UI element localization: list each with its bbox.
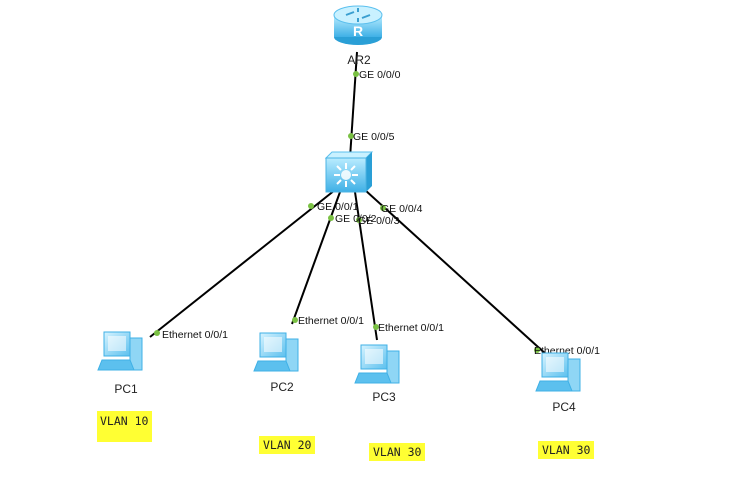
pc2-label: PC2 xyxy=(270,380,294,394)
link-switch-pc2[interactable] xyxy=(291,191,341,325)
pc1-icon[interactable] xyxy=(97,331,143,371)
svg-text:R: R xyxy=(353,23,363,39)
port-label-switch-ge002: GE 0/0/2 xyxy=(335,213,377,225)
port-dot-router-ge000 xyxy=(353,71,359,77)
pc4-label: PC4 xyxy=(552,400,576,414)
pc2-icon[interactable] xyxy=(253,332,299,372)
vlan-tag-pc4: VLAN 30 xyxy=(538,441,595,459)
port-dot-switch-ge003 xyxy=(356,217,362,223)
port-labels: GE 0/0/0 GE 0/0/5 GE 0/0/1 GE 0/0/2 GE 0… xyxy=(162,69,600,357)
link-switch-pc1[interactable] xyxy=(149,189,336,338)
pc3-icon[interactable] xyxy=(354,344,400,384)
port-dots xyxy=(154,71,540,353)
port-label-pc1-eth: Ethernet 0/0/1 xyxy=(162,329,228,341)
port-dot-pc4-eth xyxy=(534,347,540,353)
links xyxy=(149,51,549,357)
port-label-router-ge000: GE 0/0/0 xyxy=(359,69,401,81)
pc4-icon[interactable] xyxy=(535,352,581,392)
port-dot-pc1-eth xyxy=(154,330,160,336)
router-icon[interactable]: R xyxy=(333,5,383,45)
port-label-switch-ge004: GE 0/0/4 xyxy=(381,203,423,215)
link-router-switch[interactable] xyxy=(349,51,358,159)
switch-icon[interactable] xyxy=(324,151,374,193)
port-dot-pc2-eth xyxy=(292,317,298,323)
port-label-switch-ge003: GE 0/0/3 xyxy=(358,215,400,227)
port-dot-pc3-eth xyxy=(373,324,379,330)
pc3-label: PC3 xyxy=(372,390,396,404)
port-label-switch-ge005: GE 0/0/5 xyxy=(353,131,395,143)
router-label: AR2 xyxy=(347,53,371,67)
port-dot-switch-ge004 xyxy=(380,205,386,211)
port-label-pc3-eth: Ethernet 0/0/1 xyxy=(378,322,444,334)
port-label-switch-ge001: GE 0/0/1 xyxy=(317,201,359,213)
port-label-pc2-eth: Ethernet 0/0/1 xyxy=(298,315,364,327)
link-switch-pc3[interactable] xyxy=(354,191,378,341)
vlan-tag-pc1: VLAN 10 xyxy=(97,411,153,442)
vlan-tag-pc3: VLAN 30 xyxy=(369,443,426,461)
port-dot-switch-ge001 xyxy=(308,203,314,209)
port-dot-switch-ge005 xyxy=(348,133,354,139)
port-dot-switch-ge002 xyxy=(328,215,334,221)
link-switch-pc4[interactable] xyxy=(364,189,549,357)
vlan-tag-pc2: VLAN 20 xyxy=(259,436,316,454)
pc1-label: PC1 xyxy=(114,382,138,396)
